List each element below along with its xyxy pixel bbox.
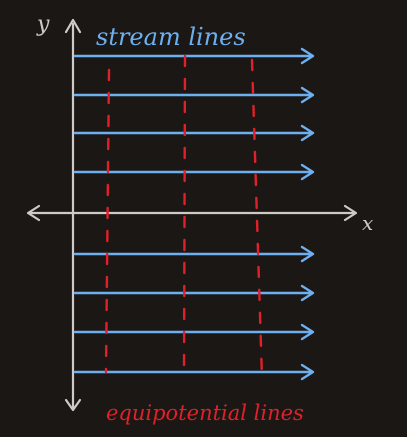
- stream-line-arrowhead: [300, 47, 315, 65]
- y-axis-label: y: [36, 12, 50, 37]
- equipotential-lines: [104, 54, 264, 380]
- x-axis-label: x: [362, 211, 373, 235]
- stream-line-arrowhead: [300, 86, 315, 104]
- stream-line: [73, 245, 315, 263]
- y-axis-arrowhead-bottom: [64, 398, 82, 412]
- stream-line-arrowhead: [300, 163, 315, 181]
- equipotential-line: [250, 58, 264, 380]
- stream-line: [73, 47, 315, 65]
- stream-line: [73, 363, 315, 381]
- stream-line: [73, 323, 315, 341]
- x-axis-arrowhead-left: [26, 204, 41, 222]
- stream-line-arrowhead: [300, 245, 315, 263]
- equipotential-line: [104, 68, 111, 374]
- equipotential-lines-label: equipotential lines: [106, 401, 304, 425]
- stream-line-arrowhead: [300, 124, 315, 142]
- y-axis-arrowhead-top: [64, 18, 82, 34]
- stream-line-arrowhead: [300, 323, 315, 341]
- stream-lines: [73, 47, 315, 381]
- stream-line: [73, 163, 315, 181]
- x-axis-arrowhead-right: [343, 204, 358, 222]
- stream-line: [73, 86, 315, 104]
- stream-line-arrowhead: [300, 284, 315, 302]
- stream-line-arrowhead: [300, 363, 315, 381]
- stream-lines-label: stream lines: [96, 23, 246, 51]
- stream-line: [73, 124, 315, 142]
- stream-line: [73, 284, 315, 302]
- axes: [26, 18, 358, 412]
- equipotential-line: [182, 54, 187, 378]
